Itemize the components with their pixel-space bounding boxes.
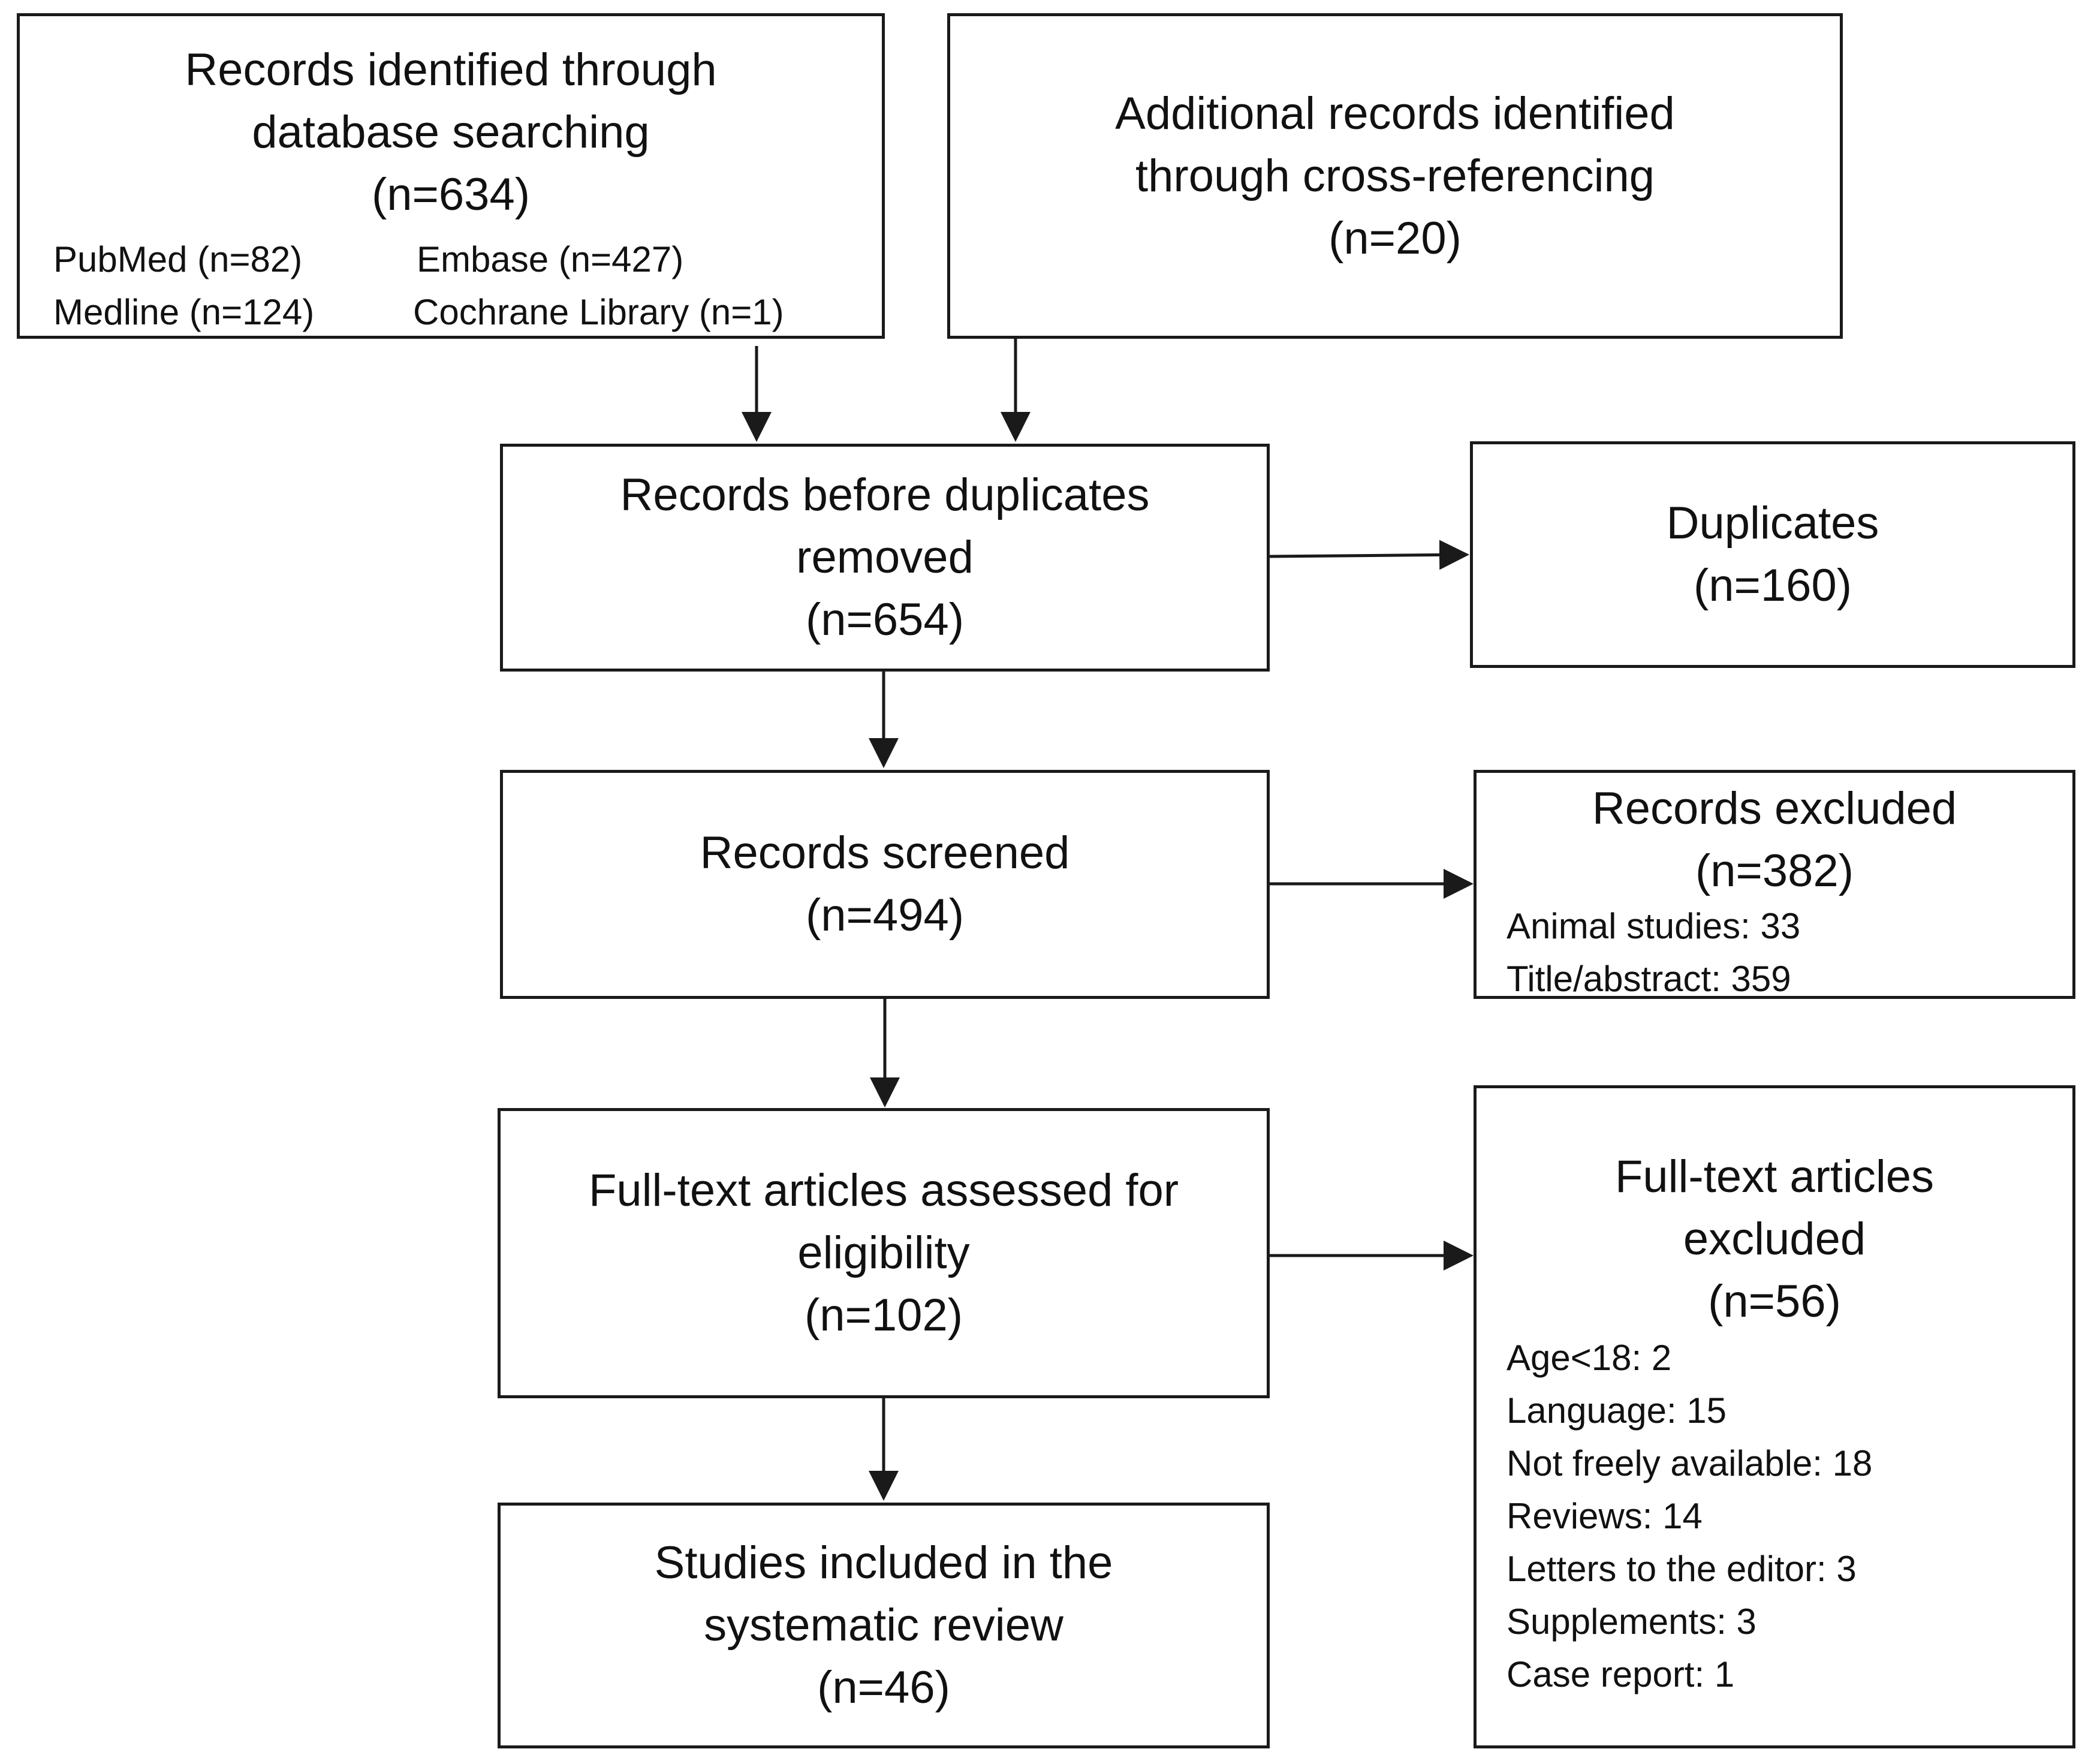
fulltext-excluded-title-line1: Full-text articles <box>1614 1151 1935 1202</box>
before-duplicates-title-line1: Records before duplicates <box>620 469 1150 520</box>
before-duplicates-title-line2: removed <box>796 532 974 583</box>
duplicates-count: (n=160) <box>1693 560 1852 611</box>
studies-included-box: Studies included in the systematic revie… <box>498 1503 1270 1748</box>
fulltext-excluded-reason: Age<18: 2 <box>1507 1338 1672 1378</box>
included-title-line1: Studies included in the <box>654 1537 1113 1588</box>
arrow-to-duplicates <box>1269 540 1469 570</box>
records-excluded-box: Records excluded (n=382) Animal studies:… <box>1474 770 2075 999</box>
records-excluded-count: (n=382) <box>1695 845 1854 896</box>
additional-records-box: Additional records identified through cr… <box>947 13 1843 339</box>
database-title-line2: database searching <box>252 107 650 158</box>
fulltext-assessed-title-line1: Full-text articles assessed for <box>588 1165 1179 1216</box>
records-before-duplicates-box: Records before duplicates removed (n=654… <box>500 444 1270 672</box>
source-medline: Medline (n=124) <box>53 292 315 332</box>
database-title-line1: Records identified through <box>185 44 717 95</box>
source-cochrane: Cochrane Library (n=1) <box>413 292 784 332</box>
included-title-line2: systematic review <box>704 1600 1063 1651</box>
fulltext-excluded-reason: Letters to the editor: 3 <box>1507 1549 1857 1589</box>
screened-count: (n=494) <box>805 890 965 941</box>
fulltext-assessed-title-line2: eligibility <box>797 1227 970 1278</box>
fulltext-excluded-reason: Case report: 1 <box>1507 1654 1735 1694</box>
additional-title-line2: through cross-referencing <box>1135 150 1655 201</box>
fulltext-excluded-title-line2: excluded <box>1683 1214 1866 1265</box>
fulltext-assessed-box: Full-text articles assessed for eligibil… <box>498 1108 1270 1398</box>
additional-count: (n=20) <box>1328 212 1462 264</box>
before-duplicates-count: (n=654) <box>805 594 965 645</box>
fulltext-assessed-count: (n=102) <box>804 1290 963 1341</box>
records-screened-box: Records screened (n=494) <box>500 770 1270 999</box>
fulltext-excluded-box: Full-text articles excluded (n=56) Age<1… <box>1474 1085 2075 1748</box>
fulltext-excluded-count: (n=56) <box>1708 1276 1841 1327</box>
additional-title-line1: Additional records identified <box>1115 88 1675 139</box>
database-count: (n=634) <box>371 169 531 220</box>
fulltext-excluded-reason: Language: 15 <box>1507 1390 1727 1431</box>
screened-title: Records screened <box>700 827 1070 878</box>
duplicates-title: Duplicates <box>1666 498 1879 549</box>
records-excluded-reason: Title/abstract: 359 <box>1507 959 1791 999</box>
database-searching-box: Records identified through database sear… <box>17 13 885 339</box>
source-embase: Embase (n=427) <box>417 239 684 279</box>
fulltext-excluded-reason: Not freely available: 18 <box>1507 1443 1873 1483</box>
records-excluded-reason: Animal studies: 33 <box>1507 906 1801 946</box>
source-pubmed: PubMed (n=82) <box>53 239 303 279</box>
fulltext-excluded-reason: Reviews: 14 <box>1507 1496 1703 1536</box>
duplicates-box: Duplicates (n=160) <box>1470 441 2075 668</box>
included-count: (n=46) <box>817 1662 950 1713</box>
records-excluded-title: Records excluded <box>1592 783 1957 834</box>
fulltext-excluded-reason: Supplements: 3 <box>1507 1602 1756 1642</box>
